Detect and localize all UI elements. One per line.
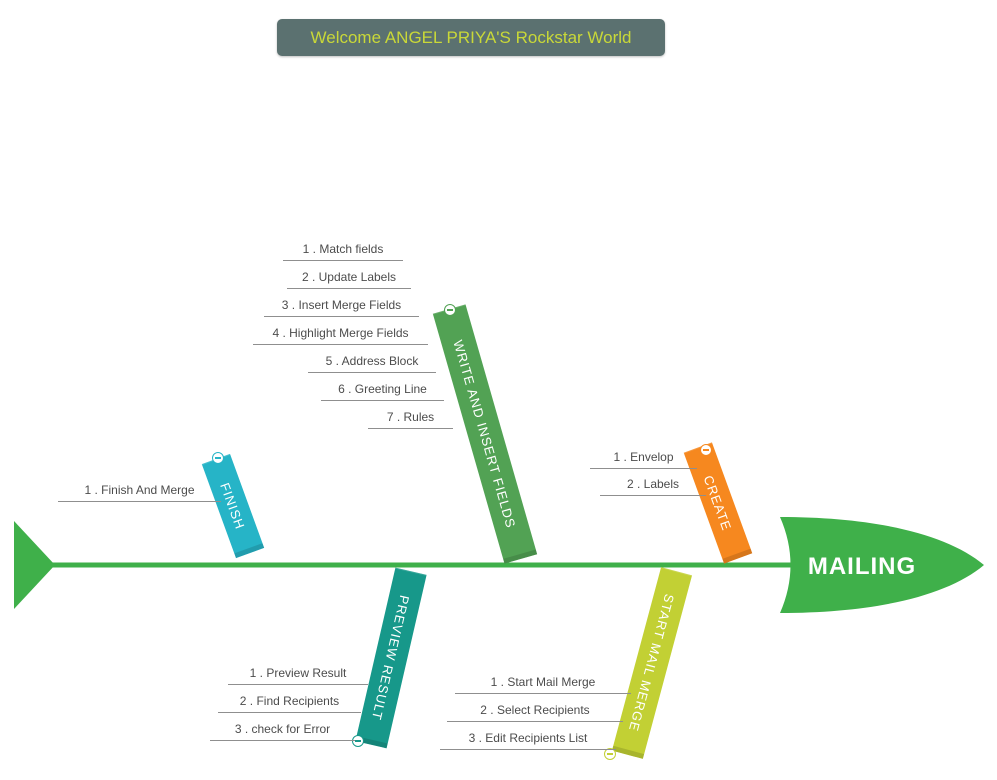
collapse-icon[interactable] <box>604 748 616 760</box>
item-preview-result[interactable]: 1 . Preview Result <box>228 665 368 685</box>
item-match-fields[interactable]: 1 . Match fields <box>283 241 403 261</box>
item-select-recipients[interactable]: 2 . Select Recipients <box>447 702 623 722</box>
minus-glyph <box>703 449 709 451</box>
item-address-block[interactable]: 5 . Address Block <box>308 353 436 373</box>
item-find-recipients[interactable]: 2 . Find Recipients <box>218 693 361 713</box>
item-check-for-error[interactable]: 3 . check for Error <box>210 721 355 741</box>
minus-glyph <box>355 740 361 742</box>
item-greeting-line[interactable]: 6 . Greeting Line <box>321 381 444 401</box>
collapse-icon[interactable] <box>352 735 364 747</box>
fish-head[interactable] <box>780 517 984 613</box>
item-edit-recipients-list[interactable]: 3 . Edit Recipients List <box>440 730 616 750</box>
root-node-label[interactable]: MAILING <box>808 553 916 580</box>
minus-glyph <box>607 753 613 755</box>
item-finish-and-merge[interactable]: 1 . Finish And Merge <box>58 482 221 502</box>
collapse-icon[interactable] <box>700 444 712 456</box>
title-text: Welcome ANGEL PRIYA'S Rockstar World <box>310 27 632 47</box>
collapse-icon[interactable] <box>444 304 456 316</box>
item-start-mail-merge[interactable]: 1 . Start Mail Merge <box>455 674 631 694</box>
item-insert-merge-fields[interactable]: 3 . Insert Merge Fields <box>264 297 419 317</box>
collapse-icon[interactable] <box>212 452 224 464</box>
minus-glyph <box>215 457 221 459</box>
item-highlight-merge-fields[interactable]: 4 . Highlight Merge Fields <box>253 325 428 345</box>
item-envelop[interactable]: 1 . Envelop <box>590 449 697 469</box>
item-update-labels[interactable]: 2 . Update Labels <box>287 269 411 289</box>
minus-glyph <box>447 309 453 311</box>
tail-arrow <box>14 521 55 609</box>
item-labels[interactable]: 2 . Labels <box>600 476 706 496</box>
item-rules[interactable]: 7 . Rules <box>368 409 453 429</box>
title-banner[interactable]: Welcome ANGEL PRIYA'S Rockstar World <box>277 19 665 56</box>
